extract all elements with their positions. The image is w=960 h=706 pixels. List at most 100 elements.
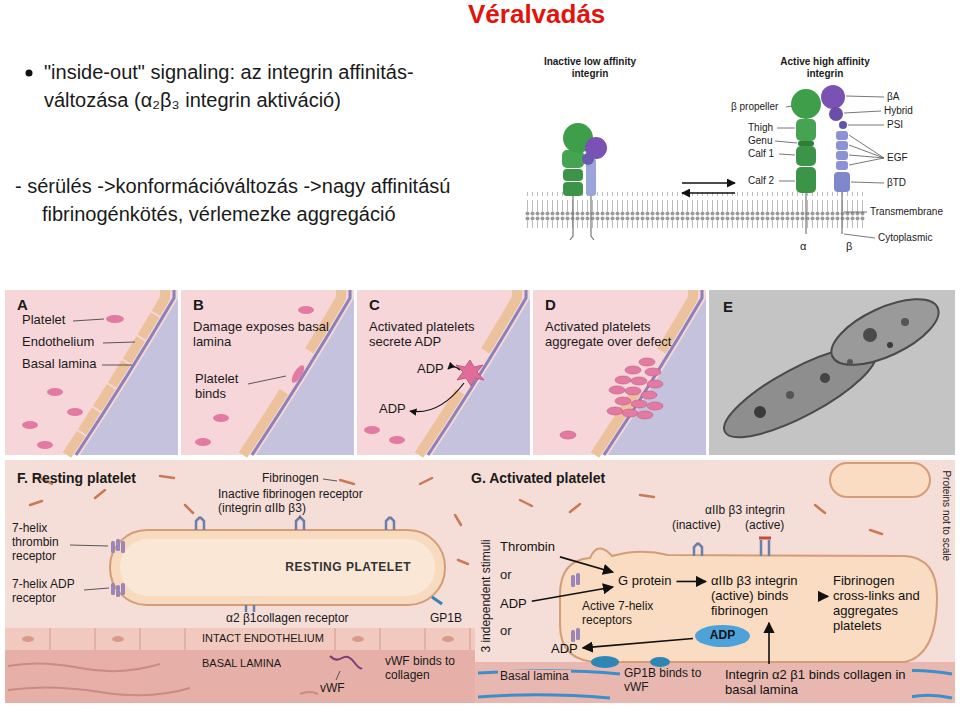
bottom-panel-art: [70, 515, 300, 590]
bottom-panel-art: [112, 636, 124, 642]
leader-line: [775, 141, 797, 143]
bottom-panel-art: [591, 656, 619, 668]
signal-arrow: [768, 623, 770, 664]
panel-a-art: [37, 441, 53, 449]
part-label: Active 7-helix receptors: [582, 600, 674, 628]
bottom-panel-art: [5, 460, 955, 703]
panel-d-art: [631, 377, 647, 385]
active-integrin: [836, 131, 848, 140]
leader-line: [775, 96, 884, 238]
part-label: α: [800, 240, 806, 253]
bottom-panel-art: [111, 539, 125, 597]
part-label: vWF: [318, 682, 347, 696]
panel-heading: B: [193, 296, 204, 313]
platelet-shape: RESTING PLATELET: [110, 530, 445, 605]
bottom-panel-art: [640, 495, 654, 497]
part-label: EGF: [887, 152, 908, 164]
panel-heading: D: [545, 296, 556, 313]
panel-b-art: [252, 290, 354, 455]
bottom-panel-art: [830, 463, 930, 497]
part-label: Active high affinity integrin: [775, 56, 875, 79]
panel-b-art: [181, 290, 354, 455]
panel-d-art: [625, 366, 641, 374]
leader-line: [846, 96, 884, 97]
bottom-panel-art: [761, 540, 769, 556]
bottom-panel-art: [300, 692, 318, 694]
active-integrin: [798, 141, 814, 146]
equilibrium-arrow: [682, 182, 735, 184]
part-label: Endothelium: [22, 335, 94, 350]
bottom-panel-art: [22, 636, 34, 642]
panel-d-art: [647, 402, 663, 410]
process-step: Integrin α2 β1 binds collagen in basal l…: [722, 666, 912, 700]
part-label: or: [500, 624, 512, 639]
bottom-panel-art: [8, 663, 190, 695]
part-label: GP1B binds to vWF: [622, 667, 708, 695]
part-label: INTACT ENDOTHELIUM: [200, 632, 326, 645]
part-label: Platelet: [22, 313, 65, 328]
bottom-panel-art: [330, 656, 362, 668]
part-label: PSI: [887, 119, 903, 131]
bullet: [26, 70, 33, 77]
part-label: Transmembrane: [870, 206, 943, 218]
bottom-panel-art: [110, 530, 445, 605]
bottom-panel-art: [116, 539, 120, 551]
bottom-panel-art: [576, 573, 580, 585]
leader-line: [777, 128, 795, 129]
part-label: Cytoplasmic: [878, 232, 932, 244]
panel-a-art: [5, 290, 178, 455]
bottom-panel-art: [116, 585, 120, 597]
page-title: Véralvadás: [468, 0, 605, 30]
panel: DActivated platelets aggregate over defe…: [533, 290, 706, 455]
part-label: ADP: [379, 402, 406, 417]
panel-c-art: [456, 360, 484, 386]
bullet-text: "inside-out" signaling: az integrin affi…: [44, 58, 444, 114]
micrograph: [822, 286, 947, 379]
panel-d-art: [615, 376, 631, 384]
bottom-panel-art: [5, 460, 955, 703]
part-label: Hybrid: [884, 105, 913, 117]
active-integrin: [829, 107, 843, 121]
active-integrin: [796, 146, 816, 166]
active-integrin: [839, 121, 847, 129]
part-label: αIIb β3 integrin: [705, 504, 785, 518]
bottom-panel-art: [650, 657, 670, 667]
part-label: 7-helix thrombin receptor: [12, 522, 92, 563]
inactive-integrin: [582, 153, 594, 165]
inactive-integrin: [562, 123, 607, 240]
active-integrin: [796, 167, 816, 193]
leader-line: [786, 106, 792, 107]
panel-a-art: [5, 290, 178, 455]
panel-d-art: [622, 409, 638, 417]
equilibrium-arrow: [682, 183, 735, 193]
bottom-panel-art: [340, 480, 354, 484]
node-text: ADP: [500, 597, 527, 612]
bottom-panel-art: [30, 501, 42, 505]
bottom-panel-art: [571, 630, 575, 642]
micrograph: [887, 342, 893, 348]
panel-d-art: [615, 397, 631, 405]
bottom-panel-art: [30, 476, 882, 564]
signal-arrow: [560, 557, 613, 572]
part-label: 7-helix ADP receptor: [12, 578, 92, 606]
active-integrin: [821, 85, 845, 109]
panel-c-art: [389, 436, 405, 444]
node-text: Damage exposes basal lamina: [193, 320, 333, 350]
part-label: Basal lamina: [498, 670, 571, 684]
node-text: Thrombin: [500, 540, 555, 555]
leader-line: [844, 212, 867, 213]
panel-c-art: [357, 290, 530, 455]
micrograph: [820, 373, 830, 383]
bullet-text: - sérülés ->konformációváltozás ->nagy a…: [15, 172, 510, 228]
process-step: G protein: [615, 572, 674, 591]
panel-d-art: [560, 358, 663, 439]
bottom-panel-art: [120, 539, 435, 596]
panel-d-art: [533, 290, 706, 455]
part-label: α2 β1collagen receptor: [226, 612, 349, 626]
part-label: 3 independent stimuli: [480, 531, 494, 661]
panel-b-art: [289, 363, 306, 384]
panel-d-art: [645, 368, 661, 376]
bottom-panel-art: [571, 573, 580, 642]
panel-d-art: [533, 290, 706, 455]
node-text: ADP: [551, 642, 578, 657]
